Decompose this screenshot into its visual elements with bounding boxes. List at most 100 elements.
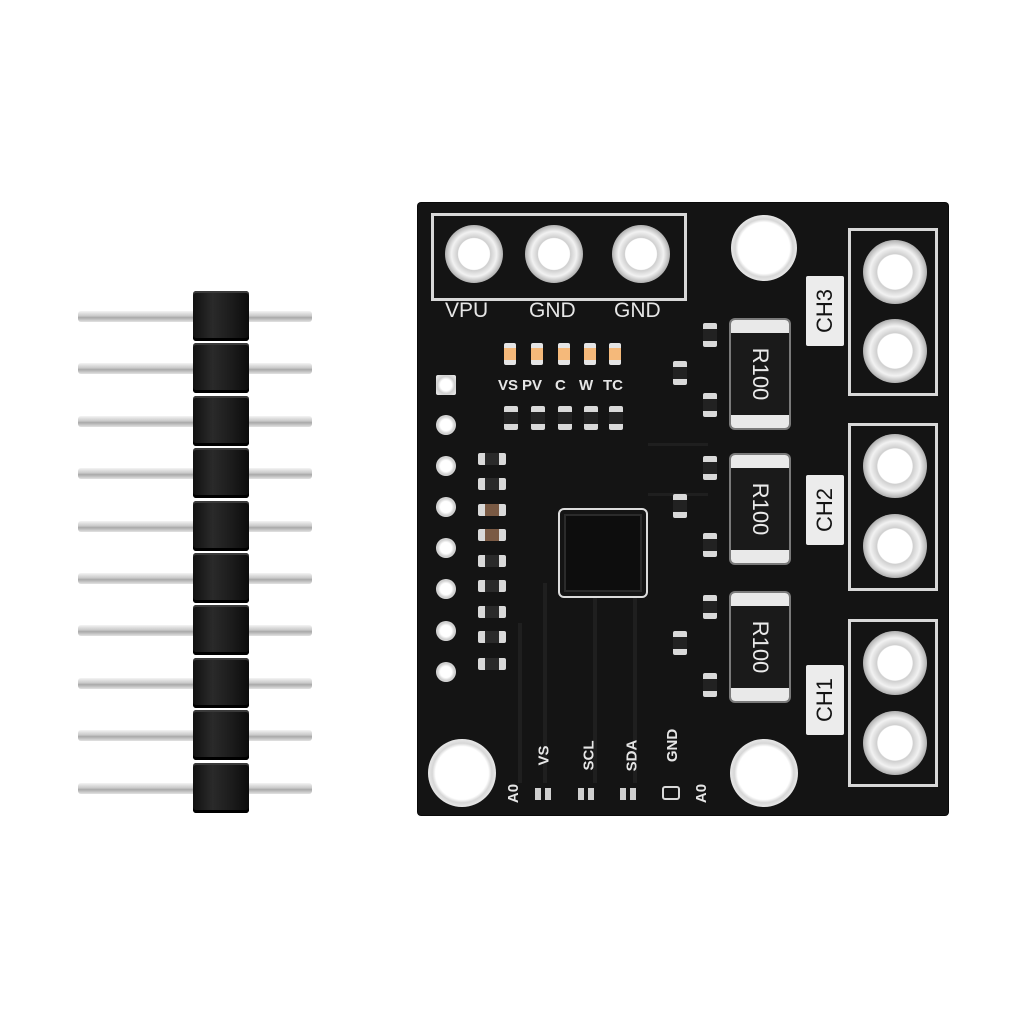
jumper-pad-vs [535,788,551,800]
smd-capacitor [673,494,687,518]
smd-resistor [478,631,506,643]
ch2-terminal-outline [848,423,938,591]
smd-resistor [703,533,717,557]
resistor-marking: R100 [748,347,773,401]
smd-resistor [558,406,572,430]
header-pin-housing [193,710,249,761]
smd-resistor [703,456,717,480]
smd-resistor [609,406,623,430]
smd-capacitor [673,361,687,385]
led-c [558,343,570,365]
mounting-hole-top-right [731,215,797,281]
header-pad-2 [436,415,456,435]
ina3221-chip [566,516,640,590]
smd-resistor [478,478,506,490]
header-pad-6 [436,579,456,599]
header-pin-housing [193,762,249,813]
pad-gnd-2 [612,225,670,283]
header-pin-housing [193,395,249,446]
pcb-trace [648,443,708,446]
shunt-resistor-ch3: R100 [731,320,789,428]
led-w [584,343,596,365]
label-led-pv: PV [522,377,543,394]
smd-resistor [504,406,518,430]
header-pin-housing [193,605,249,656]
jumper-pad-gnd [662,786,680,800]
label-vpu: VPU [445,299,489,322]
ch3-pad-2 [863,319,927,383]
label-gnd: GND [664,728,682,763]
pad-gnd-1 [525,225,583,283]
mounting-hole-bottom-left [428,739,496,807]
smd-resistor [478,453,506,465]
jumper-pad-scl [578,788,594,800]
pcb-trace [518,623,522,783]
label-led-c: C [555,377,566,394]
channel-label-ch3: CH3 [806,276,844,346]
label-ch1: CH1 [812,677,837,723]
label-led-tc: TC [603,377,623,394]
pad-vpu [445,225,503,283]
label-sda: SDA [623,739,641,772]
label-led-vs: VS [498,377,519,394]
header-pad-4 [436,497,456,517]
smd-resistor [584,406,598,430]
ch2-pad-1 [863,434,927,498]
header-pin-housing [193,291,249,341]
mounting-hole-bottom-right [730,739,798,807]
header-pad-7 [436,621,456,641]
label-ch2: CH2 [812,487,837,533]
channel-label-ch2: CH2 [806,475,844,545]
smd-resistor [703,323,717,347]
label-scl: SCL [580,740,598,771]
label-gnd-2: GND [614,299,661,322]
ic-outline [558,508,648,598]
jumper-pad-sda [620,788,636,800]
label-vs: VS [535,745,553,766]
smd-resistor [703,595,717,619]
ina3221-module-board: VPU GND GND VS PV C W TC [418,203,948,815]
pcb-trace [543,583,547,783]
header-pad-8 [436,662,456,682]
pcb-trace [593,598,597,783]
ch1-pad-2 [863,711,927,775]
header-pin-housing [193,343,249,394]
header-pad-5 [436,538,456,558]
smd-resistor [478,658,506,670]
shunt-resistor-ch2: R100 [731,455,789,563]
smd-resistor [703,673,717,697]
label-a0-right: A0 [693,783,711,804]
ch1-terminal-outline [848,619,938,787]
header-pin-housing [193,657,249,708]
smd-resistor [478,606,506,618]
label-a0-left: A0 [505,783,523,804]
label-gnd-1: GND [529,299,576,322]
smd-capacitor [673,631,687,655]
shunt-resistor-ch1: R100 [731,593,789,701]
smd-resistor [531,406,545,430]
smd-capacitor [478,529,506,541]
pcb-trace [633,598,637,783]
ch2-pad-2 [863,514,927,578]
smd-resistor [478,555,506,567]
led-vs [504,343,516,365]
led-pv [531,343,543,365]
channel-label-ch1: CH1 [806,665,844,735]
ch1-pad-1 [863,631,927,695]
resistor-marking: R100 [748,620,773,674]
top-pin-outline [431,213,687,301]
label-ch3: CH3 [812,288,837,334]
label-led-w: W [579,377,594,394]
header-pin-housing [193,553,249,603]
smd-resistor [703,393,717,417]
header-pin-housing [193,500,249,551]
header-pad-3 [436,456,456,476]
smd-resistor [478,580,506,592]
header-pin-housing [193,448,249,499]
resistor-marking: R100 [748,482,773,536]
led-tc [609,343,621,365]
header-pad-1 [436,375,456,395]
ch3-terminal-outline [848,228,938,396]
smd-capacitor [478,504,506,516]
ch3-pad-1 [863,240,927,304]
